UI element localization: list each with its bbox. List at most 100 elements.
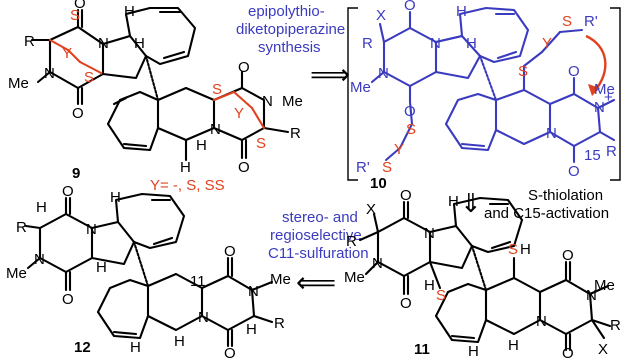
atom-c11-X2: X bbox=[598, 341, 608, 358]
atom-c10-N4: N bbox=[546, 125, 557, 142]
caption-epi-line1: epipolythio- bbox=[248, 3, 325, 20]
atom-c10-X1: X bbox=[376, 7, 386, 24]
atom-c12-H3: H bbox=[96, 259, 107, 276]
caption-sulfuration-line3: C11-sulfuration bbox=[268, 245, 369, 262]
atom-c10-O4: O bbox=[568, 163, 580, 180]
atom-c11-N2: N bbox=[372, 255, 383, 272]
atom-c11-H1: H bbox=[424, 277, 435, 294]
atom-c11-N1: N bbox=[424, 225, 435, 242]
atom-c9-Y1: Y bbox=[62, 45, 72, 62]
atom-c9-H2: H bbox=[134, 35, 145, 52]
atom-c12-O4: O bbox=[224, 345, 236, 358]
atom-c12-N2: N bbox=[34, 251, 45, 268]
atom-c12-O2: O bbox=[62, 291, 74, 308]
atom-c9-H1: H bbox=[124, 3, 135, 20]
atom-c9-Y2: Y bbox=[234, 105, 244, 122]
caption-sulfuration-line1: stereo- and bbox=[282, 209, 358, 226]
atom-c12-R1: R bbox=[16, 219, 27, 236]
atom-c9-N1: N bbox=[98, 35, 109, 52]
compound-12: R O N N Me O H H H 11 N Me O N O R H H H… bbox=[6, 183, 291, 358]
atom-c11-H5: H bbox=[468, 343, 479, 358]
atom-c9-O3: O bbox=[238, 59, 250, 76]
atom-c9-Me1: Me bbox=[8, 75, 29, 92]
atom-c10-Y2: Y bbox=[542, 35, 552, 52]
atom-c10-S3: S bbox=[562, 13, 572, 30]
atom-c9-S1: S bbox=[70, 7, 80, 24]
atom-c10-H1: H bbox=[456, 3, 467, 20]
atom-c10-H2: H bbox=[466, 35, 477, 52]
atom-c11-O3: O bbox=[562, 247, 574, 264]
atom-c10-R1: R bbox=[362, 35, 373, 52]
compound-number-12: 12 bbox=[74, 339, 91, 356]
atom-c11-S2: S bbox=[508, 241, 518, 258]
atom-c9-S4: S bbox=[256, 135, 266, 152]
atom-c9-N4: N bbox=[210, 121, 221, 138]
atom-c11-Me2: Me bbox=[594, 277, 615, 294]
atom-c9-O4: O bbox=[238, 159, 250, 176]
atom-c12-N4: N bbox=[198, 309, 209, 326]
atom-c12-H4: H bbox=[174, 333, 185, 350]
atom-c9-H4: H bbox=[196, 137, 207, 154]
compound-10: X R O N N Me O S Y S R' H H S Y S R' N +… bbox=[347, 0, 621, 192]
atom-c12-C11: 11 bbox=[190, 273, 206, 290]
atom-c12-Me1: Me bbox=[6, 265, 27, 282]
atom-c10-N1: N bbox=[430, 35, 441, 52]
atom-c12-H1: H bbox=[36, 199, 47, 216]
atom-c12-Me2: Me bbox=[270, 271, 291, 288]
compound-9: R S Y S N N Me O O H H S Y O N Me S R O … bbox=[8, 0, 303, 182]
atom-c11-O2: O bbox=[400, 295, 412, 312]
compound-11: X R O N N Me O S H H S H N Me O N O R X … bbox=[344, 187, 621, 358]
caption-epi-line2: diketopiperazine bbox=[236, 21, 345, 38]
atom-c11-N4: N bbox=[536, 313, 547, 330]
atom-c11-N3: N bbox=[586, 287, 597, 304]
atom-c9-N3: N bbox=[262, 93, 273, 110]
atom-c12-H5: H bbox=[246, 321, 257, 338]
caption-epi-line3: synthesis bbox=[258, 39, 321, 56]
caption-thiolation-line2: and C15-activation bbox=[484, 205, 609, 222]
caption-thiolation-line1: S-thiolation bbox=[528, 187, 603, 204]
atom-c12-N1: N bbox=[86, 221, 97, 238]
atom-c12-O1: O bbox=[62, 183, 74, 200]
atom-c9-S3: S bbox=[212, 81, 222, 98]
caption-sulfuration-line2: regioselective bbox=[270, 227, 362, 244]
atom-c10-Nplus: + bbox=[604, 89, 613, 106]
atom-c10-Y1: Y bbox=[394, 141, 404, 158]
atom-c10-Me2: Me bbox=[594, 81, 615, 98]
atom-c9-O1: O bbox=[72, 105, 84, 122]
atom-c10-O2: O bbox=[404, 103, 416, 120]
atom-c12-O3: O bbox=[224, 243, 236, 260]
atom-c10-S2: S bbox=[382, 159, 392, 176]
compound-number-10: 10 bbox=[370, 175, 387, 192]
compound-number-11: 11 bbox=[414, 341, 430, 358]
arrow-10-to-9: ⟹ bbox=[310, 59, 350, 90]
atom-c11-S1: S bbox=[436, 287, 446, 304]
atom-c10-S1: S bbox=[406, 121, 416, 138]
atom-c11-H4: H bbox=[508, 337, 519, 354]
atom-c9-O2: O bbox=[74, 0, 86, 12]
atom-c11-Me1: Me bbox=[344, 269, 365, 286]
atom-c9-R1: R bbox=[24, 33, 35, 50]
atom-c9-S2: S bbox=[84, 69, 94, 86]
compound-number-9: 9 bbox=[72, 165, 80, 182]
atom-c10-R4: R' bbox=[584, 13, 598, 30]
atom-c11-H2: H bbox=[448, 193, 459, 210]
atom-c10-O1: O bbox=[404, 0, 416, 14]
atom-c10-R3: R' bbox=[356, 159, 370, 176]
atom-c11-O1: O bbox=[400, 187, 412, 204]
atom-c9-N2: N bbox=[44, 65, 55, 82]
atom-c12-H6: H bbox=[130, 339, 141, 356]
atom-c12-R2: R bbox=[274, 315, 285, 332]
atom-c11-X1: X bbox=[366, 201, 376, 218]
atom-c11-H3: H bbox=[520, 241, 531, 258]
atom-c11-R1: R bbox=[346, 233, 357, 250]
atom-c9-R2: R bbox=[290, 125, 301, 142]
atom-c12-N3: N bbox=[248, 283, 259, 300]
atom-c10-N3: N bbox=[594, 99, 605, 116]
atom-c12-H2: H bbox=[110, 189, 121, 206]
arrow-11-to-12: ⟸ bbox=[296, 267, 336, 298]
atom-c10-C15: 15 bbox=[584, 147, 601, 164]
atom-c11-R2: R bbox=[610, 317, 621, 334]
y-definition: Y= -, S, SS bbox=[150, 177, 225, 194]
atom-c10-S4: S bbox=[518, 63, 528, 80]
